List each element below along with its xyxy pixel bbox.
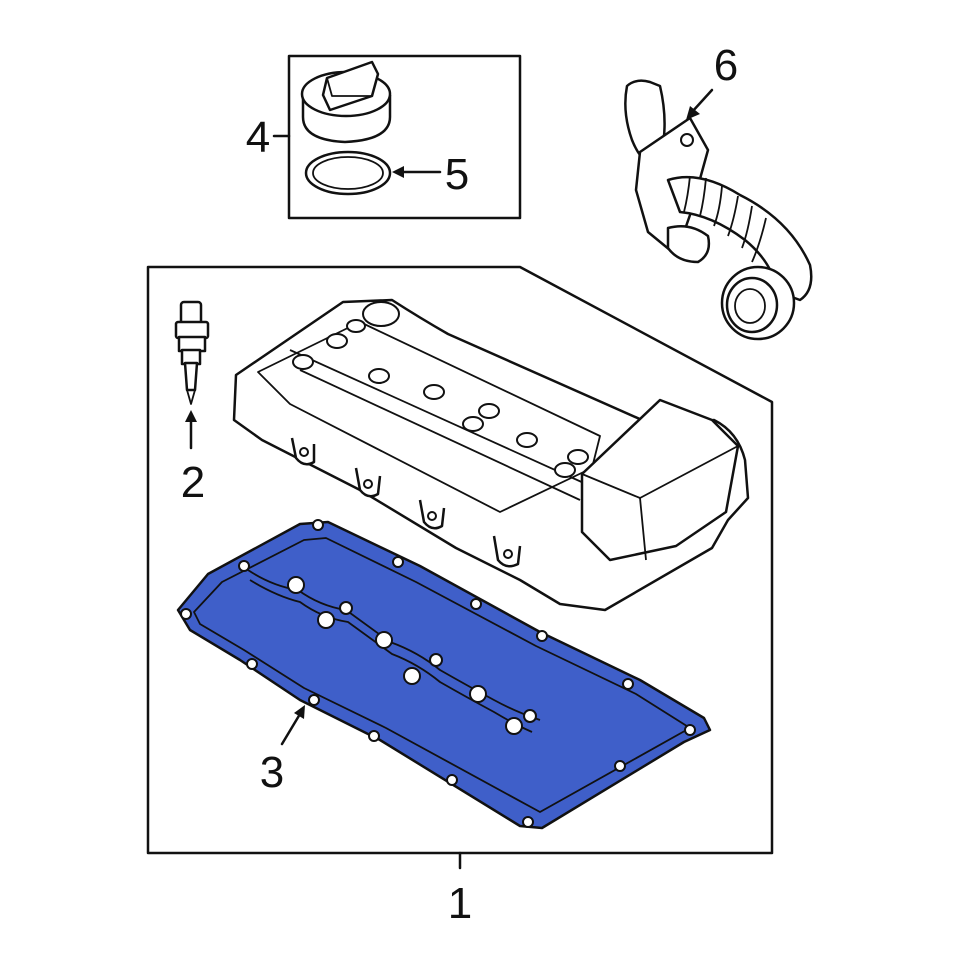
assembly-frame (146, 265, 774, 855)
callout-2: 2 (181, 458, 205, 507)
callout-3: 3 (260, 748, 284, 797)
sensor-part (174, 300, 210, 405)
oil-filler-cap (300, 60, 392, 144)
breather-hose (624, 79, 813, 341)
callout-6-arrow (686, 88, 714, 120)
callout-4: 4 (246, 113, 270, 162)
valve-cover-gasket (176, 519, 712, 830)
oil-cap-seal (304, 150, 392, 196)
callout-5-arrow (392, 166, 442, 178)
callout-3-arrow (280, 705, 305, 746)
callout-5: 5 (445, 150, 469, 199)
callout-1: 1 (448, 879, 472, 928)
callout-2-arrow (185, 410, 197, 450)
valve-cover (232, 298, 750, 612)
callout-6: 6 (714, 41, 738, 90)
